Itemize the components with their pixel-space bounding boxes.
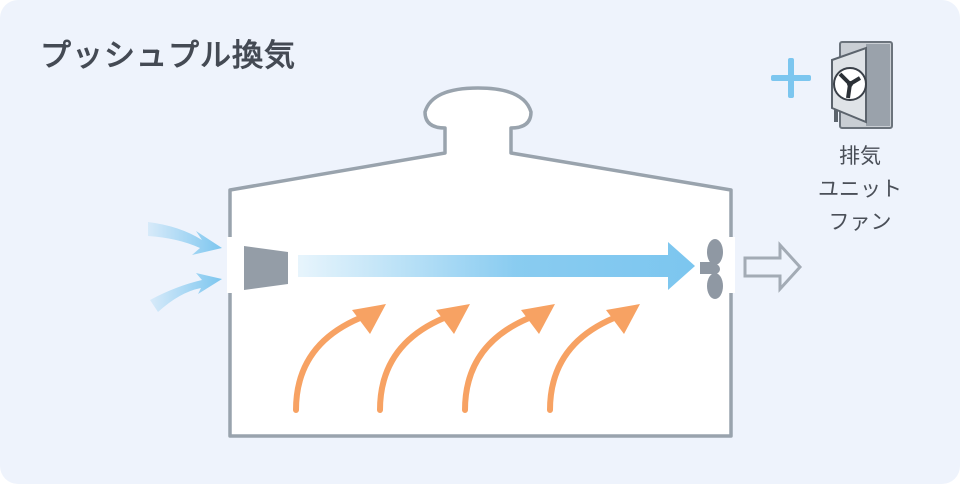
push-air-stream [298, 242, 695, 290]
rising-heat-arrow-heads [352, 304, 640, 334]
label-line-3: ファン [828, 210, 892, 234]
exhaust-fan-unit-image [831, 41, 893, 129]
page-title: プッシュプル換気 [40, 38, 296, 74]
rising-heat-arrow-icon [293, 315, 617, 413]
push-nozzle-icon [244, 246, 288, 290]
label-line-2: ユニット [818, 177, 902, 201]
exhaust-fan-icon [700, 239, 723, 299]
outlet-air-arrow-icon [743, 241, 803, 293]
inlet-opening [227, 237, 237, 293]
outlet-opening [725, 237, 735, 293]
plus-icon [771, 58, 811, 98]
exhaust-fan-unit-label: 排気 ユニット ファン [800, 140, 920, 239]
inlet-air-arrow-icon [148, 222, 222, 312]
label-line-1: 排気 [839, 144, 881, 168]
